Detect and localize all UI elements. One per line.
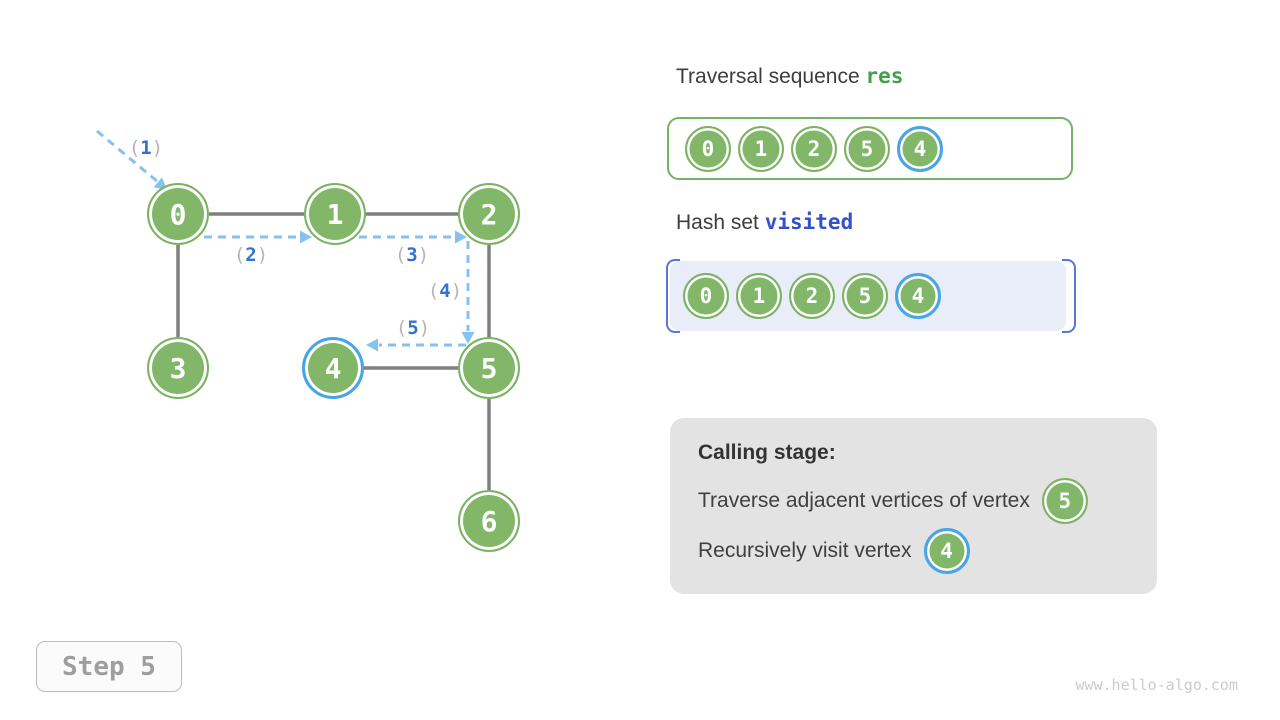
step-order-label-2: (2) [233, 244, 269, 266]
graph-node-5-label: 5 [480, 351, 498, 385]
calling-line-1-text: Traverse adjacent vertices of vertex [698, 489, 1030, 512]
watermark: www.hello-algo.com [1075, 676, 1238, 694]
graph-node-2: 2 [458, 183, 520, 245]
visited-title-plain: Hash set [676, 211, 759, 234]
graph-node-0: 0 [147, 183, 209, 245]
step-badge-label: Step 5 [62, 651, 156, 682]
graph-node-4-label: 4 [324, 351, 342, 385]
res-item: 1 [738, 125, 784, 172]
visited-item: 0 [683, 273, 729, 319]
graph-node-3: 3 [147, 337, 209, 399]
calling-stage-box: Calling stage: Traverse adjacent vertice… [670, 418, 1157, 594]
res-item: 2 [791, 125, 837, 172]
graph-node-1-label: 1 [326, 197, 344, 231]
visited-item: 2 [789, 273, 835, 319]
traversal-arrows [96, 129, 470, 347]
calling-line-2-text: Recursively visit vertex [698, 539, 912, 562]
res-title-code: res [865, 64, 904, 88]
step-order-label-1: (1) [128, 137, 164, 159]
graph-node-5: 5 [458, 337, 520, 399]
visited-box: 0 1 2 5 4 [670, 261, 1066, 331]
left-bracket [666, 259, 680, 333]
calling-stage-heading: Calling stage: [698, 441, 836, 464]
step-order-label-3: (3) [394, 244, 430, 266]
graph-node-6: 6 [458, 490, 520, 552]
calling-stage-line-2: Recursively visit vertex 4 [698, 528, 970, 574]
visited-title: Hash set visited [676, 210, 853, 235]
visited-item: 5 [842, 273, 888, 319]
graph-node-0-label: 0 [169, 197, 187, 231]
res-title-plain: Traversal sequence [676, 65, 860, 88]
right-bracket [1062, 259, 1076, 333]
res-item-highlighted: 4 [897, 125, 943, 172]
calling-line-2-node: 4 [923, 528, 970, 574]
calling-line-1-node: 5 [1041, 478, 1088, 524]
res-title: Traversal sequence res [676, 64, 903, 89]
visited-item-highlighted: 4 [895, 273, 941, 319]
res-item: 0 [685, 125, 731, 172]
step-order-label-5: (5) [395, 317, 431, 339]
graph-node-1: 1 [304, 183, 366, 245]
visited-item: 1 [736, 273, 782, 319]
graph-node-2-label: 2 [480, 197, 498, 231]
res-box: 0 1 2 5 4 [667, 117, 1073, 180]
graph-edges [176, 212, 491, 490]
step-order-label-4: (4) [427, 280, 463, 302]
step-badge: Step 5 [36, 641, 182, 692]
res-item: 5 [844, 125, 890, 172]
graph-node-3-label: 3 [169, 351, 187, 385]
graph-node-6-label: 6 [480, 504, 498, 538]
calling-stage-line-1: Traverse adjacent vertices of vertex 5 [698, 478, 1088, 524]
graph-node-4: 4 [302, 337, 364, 399]
visited-title-code: visited [764, 210, 854, 234]
